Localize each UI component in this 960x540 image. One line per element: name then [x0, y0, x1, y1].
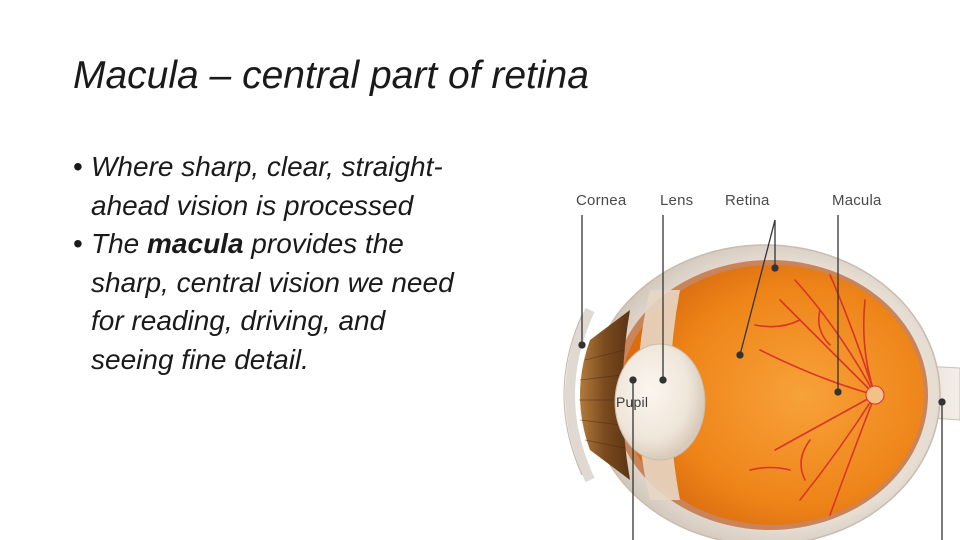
- cornea-edge: [563, 314, 583, 476]
- label-cornea: Cornea: [576, 192, 627, 209]
- bullet-item: • Where sharp, clear, straight- ahead vi…: [73, 148, 533, 225]
- bullet-text: provides the: [243, 228, 404, 259]
- bullet-line: ahead vision is processed: [91, 189, 414, 221]
- bullet-line: seeing fine detail.: [91, 343, 309, 375]
- lens: [614, 343, 706, 461]
- label-lens: Lens: [660, 192, 694, 209]
- label-pupil: Pupil: [616, 394, 649, 410]
- bullet-dot-icon: •: [73, 151, 83, 182]
- bullet-line: The macula provides the: [91, 225, 533, 264]
- bullet-dot-icon: •: [73, 228, 83, 259]
- eye-illustration: [563, 215, 960, 540]
- bullet-line: sharp, central vision we need: [91, 266, 454, 298]
- optic-disc: [865, 385, 885, 405]
- slide-title: Macula – central part of retina: [73, 54, 589, 97]
- retina: [620, 265, 924, 525]
- retinal-vessels: [749, 274, 876, 516]
- iris: [580, 310, 630, 480]
- leader-lines: [578, 215, 946, 540]
- eye-anatomy-diagram: Cornea Lens Retina Macula Pupil: [530, 180, 960, 540]
- bullet-list: • Where sharp, clear, straight- ahead vi…: [73, 148, 533, 379]
- bullet-line: for reading, driving, and: [91, 305, 386, 336]
- bullet-emphasis: macula: [147, 228, 244, 259]
- label-macula: Macula: [832, 192, 882, 209]
- label-retina: Retina: [725, 192, 770, 209]
- bullet-text: The: [91, 228, 148, 259]
- iris-texture: [579, 349, 626, 449]
- bullet-item: • The macula provides the sharp, central…: [73, 225, 533, 379]
- bullet-line: Where sharp, clear, straight-: [91, 151, 443, 182]
